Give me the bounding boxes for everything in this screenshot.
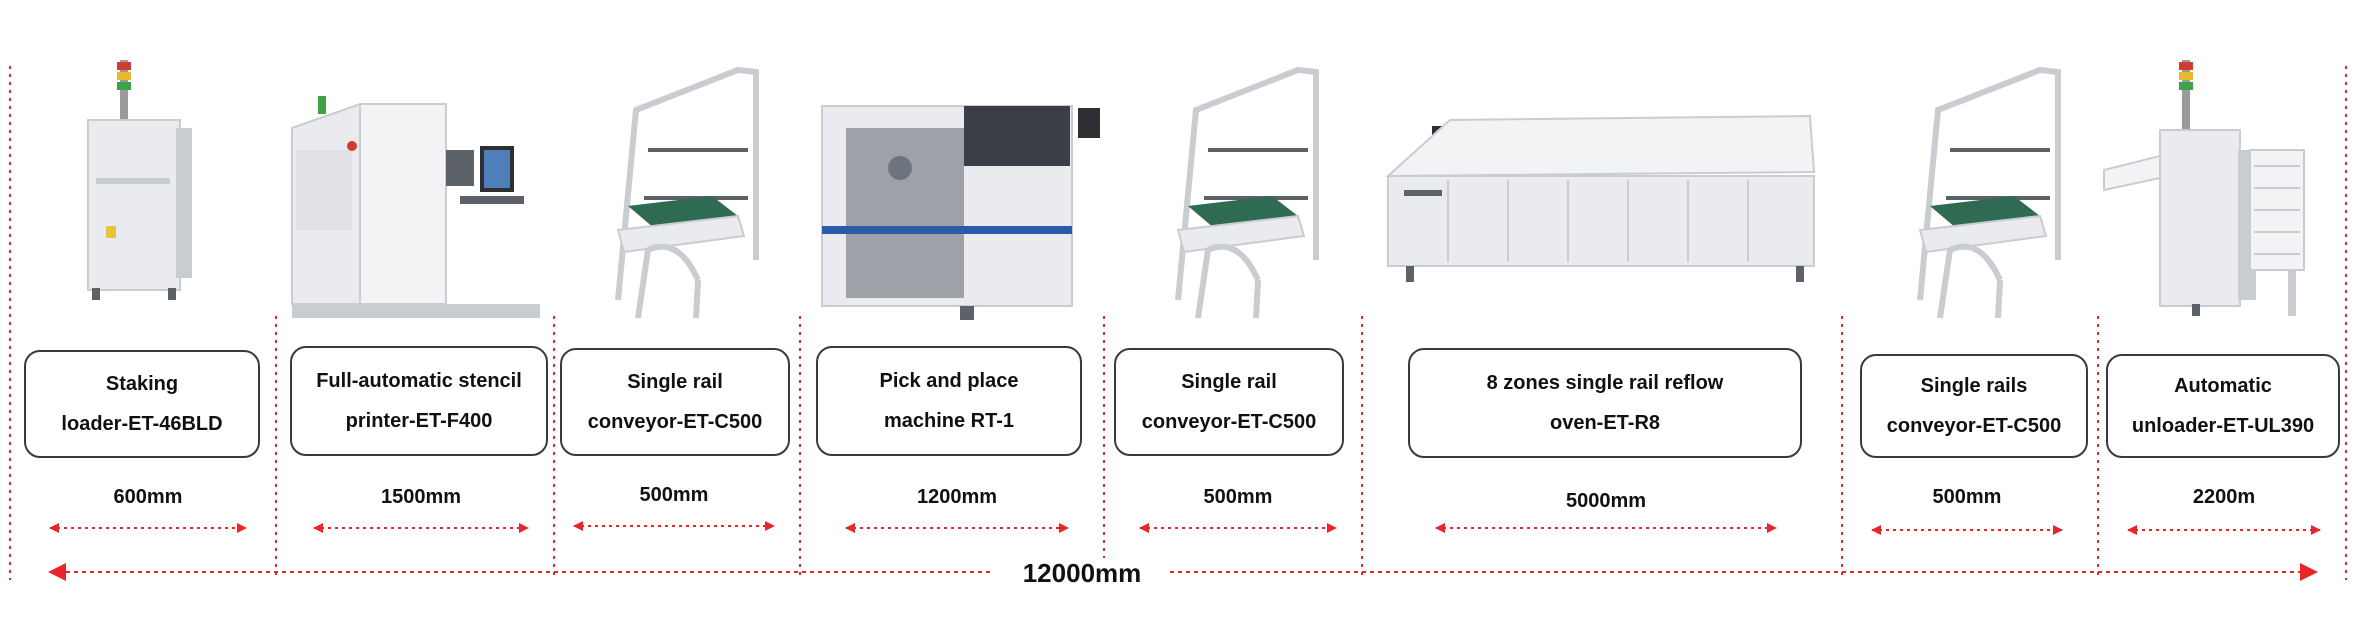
pick-and-place-icon (821, 105, 1100, 320)
station-dividers (9, 66, 2347, 580)
station-name-line1: Single rail (1181, 371, 1277, 393)
station-name-line2: conveyor-ET-C500 (1141, 411, 1317, 433)
dimension-arrows (48, 521, 2321, 581)
station-name-line2: conveyor-ET-C500 (1886, 415, 2062, 437)
station-label-box: Staking loader-ET-46BLD (24, 350, 260, 458)
station-length-label: 500mm (1203, 486, 1273, 508)
stencil-printer-icon (291, 96, 540, 318)
station-length-label: 500mm (1932, 486, 2002, 508)
station-label-box: Single rails conveyor-ET-C500 (1860, 354, 2088, 458)
station-label-box: Single rail conveyor-ET-C500 (1114, 348, 1344, 456)
station-label-box: 8 zones single rail reflow oven-ET-R8 (1408, 348, 1802, 458)
station-label-box: Automatic unloader-ET-UL390 (2106, 354, 2340, 458)
conveyor-icon (1175, 66, 1319, 319)
machine-illustrations (87, 60, 2305, 320)
station-name-line2: loader-ET-46BLD (61, 413, 223, 435)
station-name-line2: unloader-ET-UL390 (2131, 415, 2315, 437)
station-name-line1: Pick and place (879, 370, 1019, 392)
conveyor-icon (1917, 66, 2061, 319)
station-name-line1: Staking (105, 373, 179, 395)
station-label-box: Single rail conveyor-ET-C500 (560, 348, 790, 456)
unloader-machine-icon (2103, 60, 2305, 316)
station-length-label: 1500mm (380, 486, 462, 508)
station-label-box: Full-automatic stencil printer-ET-F400 (290, 346, 548, 456)
station-length-label: 500mm (639, 484, 709, 506)
loader-machine-icon (87, 60, 192, 300)
station-name-line2: machine RT-1 (883, 410, 1015, 432)
station-label-box: Pick and place machine RT-1 (816, 346, 1082, 456)
station-name-line2: conveyor-ET-C500 (587, 411, 763, 433)
station-name-line1: Automatic (2174, 375, 2272, 397)
station-length-label: 2200m (2192, 486, 2256, 508)
conveyor-icon (615, 66, 759, 319)
reflow-oven-icon (1385, 114, 1816, 282)
station-length-label: 1200mm (916, 486, 998, 508)
station-name-line1: Full-automatic stencil (316, 370, 522, 392)
station-name-line2: printer-ET-F400 (345, 410, 493, 432)
station-name-line1: 8 zones single rail reflow (1486, 372, 1724, 394)
station-name-line1: Single rails (1920, 375, 2028, 397)
station-name-line1: Single rail (627, 371, 723, 393)
station-length-label: 600mm (113, 486, 183, 508)
station-length-label: 5000mm (1565, 490, 1647, 512)
total-length-label: 12000mm (1010, 558, 1154, 589)
station-name-line2: oven-ET-R8 (1549, 412, 1661, 434)
